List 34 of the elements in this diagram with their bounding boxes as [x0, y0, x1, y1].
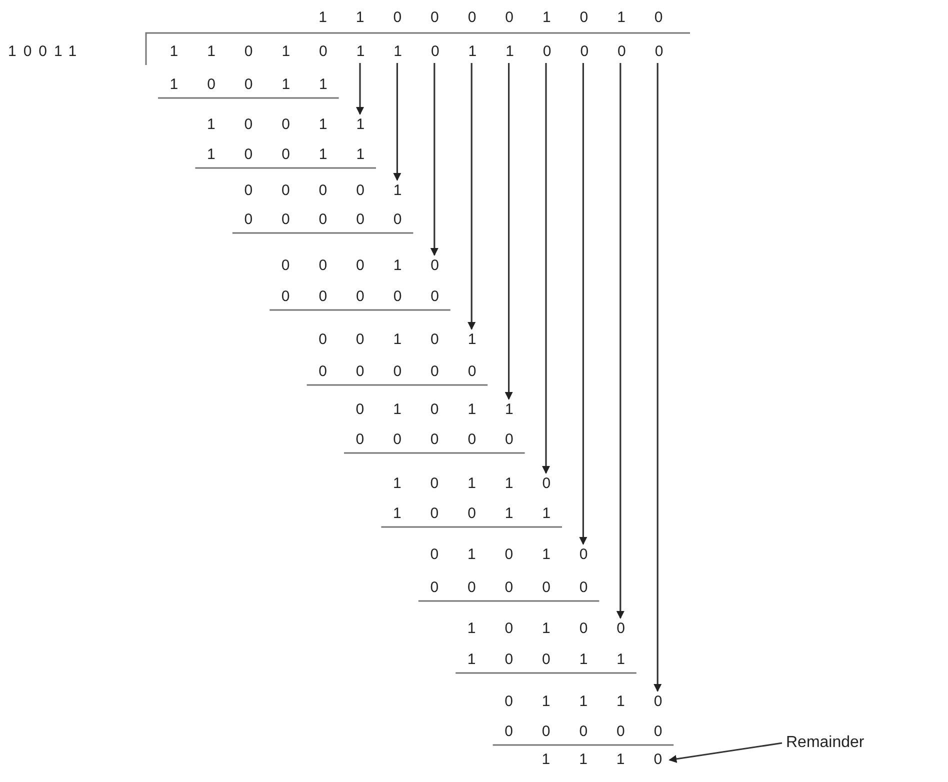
arrow	[468, 63, 476, 330]
arrow	[356, 63, 364, 115]
arrow	[430, 63, 438, 256]
digit-row: 0 0 0 1 0	[281, 256, 452, 276]
arrow	[654, 63, 662, 692]
digit-row: 1 0 0 1 1	[207, 145, 377, 165]
digit-row: 1 1 0 0 0 0 1 0 1 0	[318, 8, 676, 28]
digit-row: 0 0 0 0 1	[244, 181, 414, 201]
arrow	[504, 63, 513, 400]
digit-row: 0 1 0 1 0	[430, 545, 600, 565]
digit-row: 0 0 0 0 0	[281, 287, 452, 307]
digit-row: 1 1 0 1 0 1 1 0 1 1 0 0 0 0	[170, 42, 676, 62]
digit-row: 1 0 0 1 1	[393, 504, 563, 524]
digit-row: 1 0 1 0 0	[467, 619, 638, 639]
digit-row: 0 0 0 0 0	[318, 362, 489, 382]
digit-row: 0 0 0 0 0	[504, 722, 675, 742]
divisor-digits: 10011	[8, 42, 84, 62]
digit-row: 0 0 0 0 0	[244, 210, 414, 230]
digit-row: 0 1 1 1 0	[504, 692, 675, 712]
arrow	[616, 63, 624, 619]
arrow	[579, 63, 588, 545]
digit-row: 0 0 1 0 1	[318, 330, 489, 350]
digit-row: 1 0 0 1 1	[467, 650, 638, 670]
arrow	[542, 63, 550, 474]
digit-row: 1 0 0 1 1	[170, 75, 340, 95]
digit-row: 1 1 1 0	[542, 750, 674, 770]
digit-row: 0 0 0 0 0	[356, 430, 526, 450]
digit-row: 0 0 0 0 0	[430, 578, 600, 598]
arrow	[393, 63, 402, 181]
digit-row: 1 0 1 1 0	[393, 474, 563, 494]
digit-row: 0 1 0 1 1	[356, 400, 526, 420]
remainder-label: Remainder	[786, 733, 864, 753]
arrow	[668, 742, 782, 763]
digit-row: 1 0 0 1 1	[207, 115, 377, 135]
